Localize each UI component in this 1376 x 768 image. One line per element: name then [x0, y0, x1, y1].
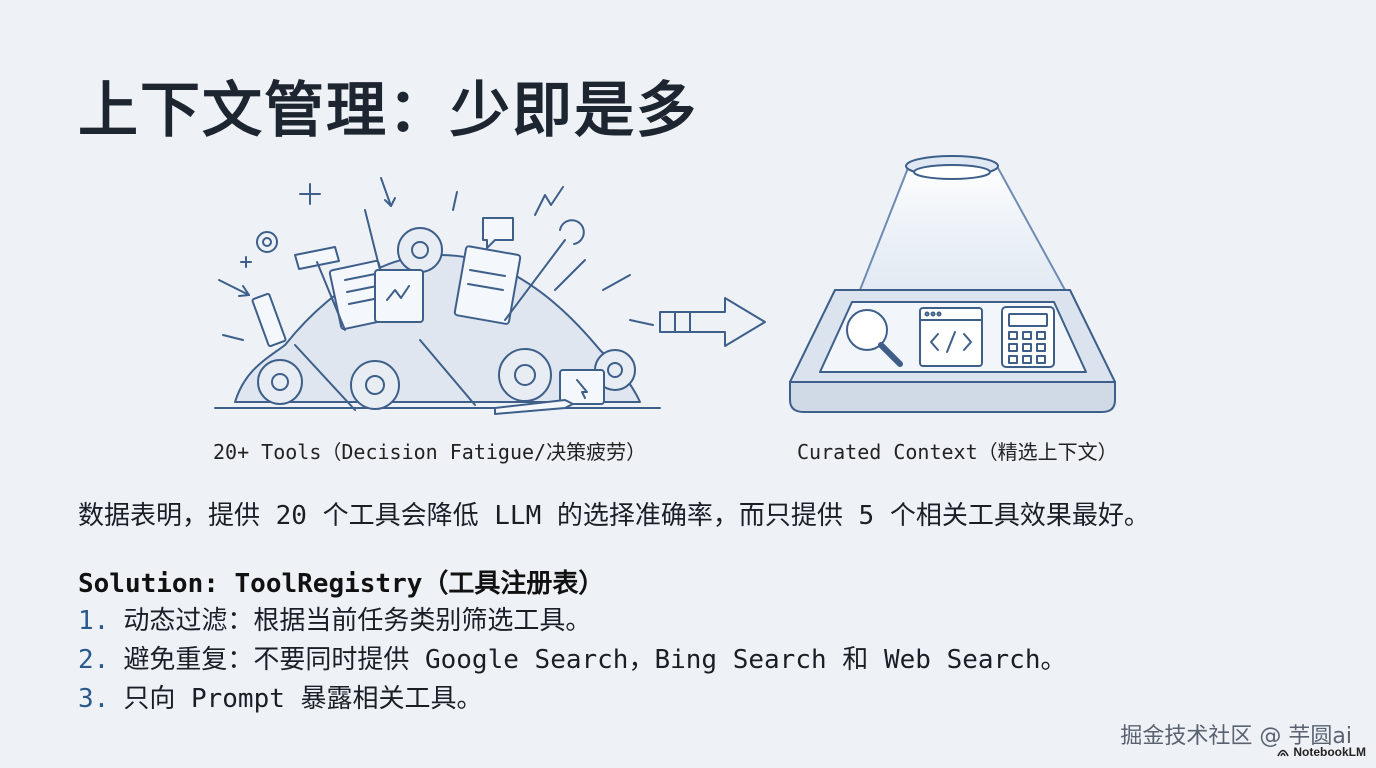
- notebooklm-logo-icon: [1277, 749, 1290, 757]
- right-arrow-icon: [659, 297, 766, 347]
- magnifier-icon: [846, 309, 903, 367]
- solution-heading: Solution: ToolRegistry（工具注册表）: [78, 569, 605, 599]
- list-text: 动态过滤：根据当前任务类别筛选工具。: [123, 606, 592, 636]
- list-item: 1. 动态过滤：根据当前任务类别筛选工具。: [78, 602, 1067, 641]
- spotlight-tray-illustration: [789, 155, 1116, 413]
- list-item: 2. 避免重复：不要同时提供 Google Search，Bing Search …: [78, 641, 1067, 680]
- statement-text: 数据表明，提供 20 个工具会降低 LLM 的选择准确率，而只提供 5 个相关工…: [78, 501, 1150, 531]
- page-title: 上下文管理：少即是多: [78, 76, 698, 146]
- list-item: 3. 只向 Prompt 暴露相关工具。: [78, 680, 1067, 719]
- calculator-icon: [1001, 306, 1055, 368]
- tool-pile-illustration: [214, 177, 661, 415]
- list-number: 3.: [78, 684, 110, 714]
- badge-label: NotebookLM: [1293, 745, 1366, 759]
- list-number: 1.: [78, 606, 110, 636]
- notebooklm-badge: NotebookLM: [1277, 745, 1366, 759]
- list-text: 避免重复：不要同时提供 Google Search，Bing Search 和 …: [123, 645, 1067, 675]
- watermark: 掘金技术社区 @ 芋圆ai: [1120, 724, 1352, 749]
- list-number: 2.: [78, 645, 110, 675]
- solution-list: 1. 动态过滤：根据当前任务类别筛选工具。 2. 避免重复：不要同时提供 Googl…: [78, 602, 1067, 719]
- list-text: 只向 Prompt 暴露相关工具。: [123, 684, 483, 714]
- left-caption: 20+ Tools（Decision Fatigue/决策疲劳）: [213, 440, 647, 464]
- code-window-icon: [919, 307, 983, 367]
- right-caption: Curated Context（精选上下文）: [797, 440, 1118, 464]
